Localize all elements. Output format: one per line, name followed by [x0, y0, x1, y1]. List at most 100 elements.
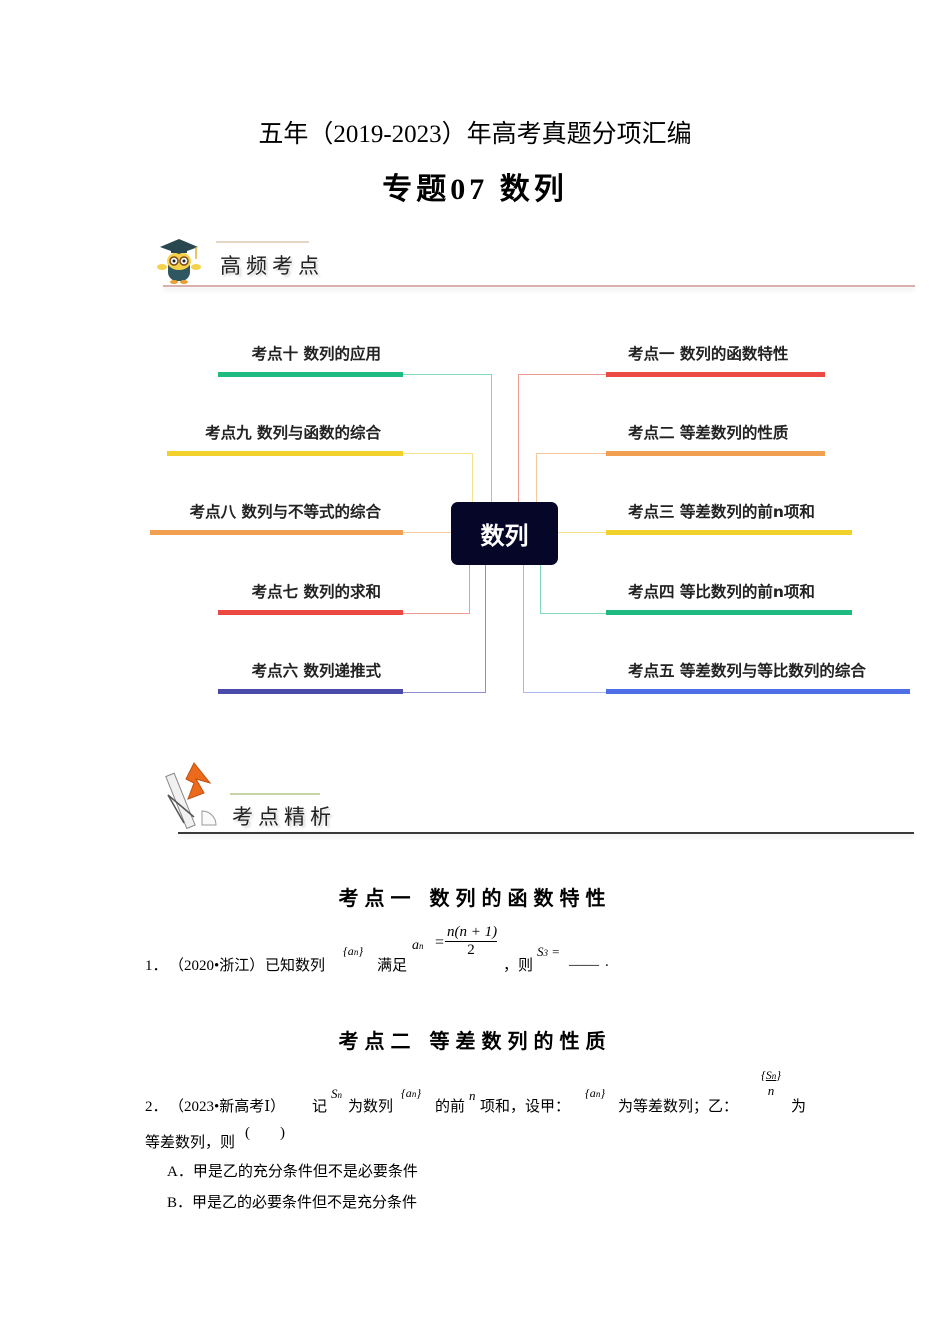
- connector-left-9: [403, 453, 473, 503]
- banner-label: 高频考点: [220, 254, 324, 278]
- mindmap-node-topic-8[interactable]: 考点八 数列与不等式的综合: [189, 503, 381, 521]
- question-source: （2020•浙江）: [169, 958, 265, 974]
- branch-bar-topic-10: [218, 372, 403, 377]
- banner-accent-line: [230, 793, 320, 795]
- connector-left-8: [403, 532, 451, 533]
- question-text: 为: [791, 1099, 807, 1115]
- question-text: 满足: [377, 958, 408, 974]
- connector-left-6: [403, 565, 486, 693]
- fraction: n(n + 1) 2: [445, 924, 497, 959]
- math-s3: S3 =: [537, 944, 560, 960]
- mindmap-node-topic-4[interactable]: 考点四 等比数列的前n项和: [628, 583, 815, 601]
- math-sub: 3: [543, 948, 549, 958]
- mindmap-center-node[interactable]: 数列: [451, 502, 558, 565]
- math-seq: {an}: [401, 1086, 421, 1101]
- banner-divider: [163, 285, 915, 287]
- question-text: 项和，设甲：: [480, 1099, 571, 1115]
- option-text: 甲是乙的充分条件但不是必要条件: [192, 1164, 418, 1180]
- answer-blank[interactable]: ____: [569, 952, 599, 968]
- math-n: n: [469, 1088, 476, 1103]
- mindmap-node-topic-2[interactable]: 考点二 等差数列的性质: [628, 424, 789, 442]
- math-text: =: [551, 944, 561, 959]
- math-sub: n: [337, 1090, 343, 1100]
- topic-title: 专题07 数列: [382, 173, 568, 206]
- banner-divider: [178, 832, 914, 834]
- math-sn: Sn: [331, 1086, 342, 1102]
- mindmap-node-topic-1[interactable]: 考点一 数列的函数特性: [628, 345, 789, 363]
- branch-bar-topic-9: [167, 451, 403, 456]
- fraction-denominator: n: [767, 1083, 775, 1098]
- math-text: }: [600, 1086, 606, 1100]
- banner-accent-line: [216, 241, 309, 243]
- question-source: （2023•新高考Ⅰ）: [169, 1099, 286, 1115]
- math-seq: {an}: [343, 944, 363, 959]
- math-text: {a: [401, 1086, 412, 1100]
- question-text: 记: [312, 1099, 328, 1115]
- connector-right-1: [518, 374, 607, 503]
- math-text: S: [537, 944, 544, 959]
- math-text: S: [331, 1086, 338, 1101]
- fraction-numerator: {Sn}: [760, 1068, 782, 1082]
- math-sub: n: [595, 1089, 601, 1099]
- section-heading-2: 考点二 等差数列的性质: [338, 1029, 612, 1053]
- fraction-denominator: 2: [467, 942, 475, 958]
- option-letter: A．: [167, 1164, 193, 1180]
- math-lhs: an: [412, 938, 424, 954]
- branch-bar-topic-4: [606, 610, 852, 615]
- question-text: ，则: [503, 958, 534, 974]
- connector-right-5: [523, 565, 607, 693]
- document-title: 五年（2019-2023）年高考真题分项汇编: [258, 121, 692, 148]
- branch-bar-topic-3: [606, 530, 852, 535]
- question-number: 2．: [145, 1099, 168, 1115]
- math-text: {a: [343, 944, 354, 958]
- math-text: a: [412, 938, 419, 953]
- question-text: 等差数列，则: [145, 1135, 236, 1151]
- math-sub: n: [771, 1071, 777, 1081]
- mindmap-node-topic-6[interactable]: 考点六 数列递推式: [251, 662, 381, 680]
- question-text: 已知数列: [265, 958, 326, 974]
- math-sub: n: [411, 1089, 417, 1099]
- mindmap-node-topic-5[interactable]: 考点五 等差数列与等比数列的综合: [628, 662, 866, 680]
- question-2: 2． （2023•新高考Ⅰ） 记 Sn 为数列 {an} 的前 n 项和，设甲：…: [145, 1068, 825, 1218]
- option-a[interactable]: A．甲是乙的充分条件但不是必要条件: [167, 1160, 418, 1181]
- question-text: 为等差数列；乙：: [618, 1099, 739, 1115]
- branch-bar-topic-5: [606, 689, 910, 694]
- branch-bar-topic-7: [218, 610, 403, 615]
- math-seq: {an}: [585, 1086, 605, 1101]
- section-heading-1: 考点一 数列的函数特性: [338, 886, 612, 910]
- question-end: .: [605, 954, 609, 970]
- connector-right-3: [558, 532, 606, 533]
- owl-graduate-icon: [157, 239, 201, 284]
- branch-bar-topic-2: [606, 451, 825, 456]
- fraction-numerator: n(n + 1): [445, 924, 498, 942]
- math-text: S: [765, 1068, 772, 1082]
- banner-analysis: 考点精析: [150, 755, 920, 840]
- question-text: 为数列: [348, 1099, 394, 1115]
- connector-right-2: [536, 453, 607, 503]
- math-text: }: [416, 1086, 422, 1100]
- math-eq: =: [435, 934, 445, 951]
- banner-high-frequency: 高频考点: [150, 230, 920, 295]
- banner-label: 考点精析: [232, 805, 336, 829]
- mindmap-node-topic-7[interactable]: 考点七 数列的求和: [251, 583, 381, 601]
- mindmap-node-topic-10[interactable]: 考点十 数列的应用: [251, 345, 381, 363]
- question-number: 1．: [145, 958, 168, 974]
- math-sub: n: [419, 941, 424, 951]
- math-text: {a: [585, 1086, 596, 1100]
- branch-bar-topic-8: [150, 530, 403, 535]
- answer-paren[interactable]: ( ): [245, 1125, 285, 1141]
- geometry-tools-icon: [165, 762, 217, 830]
- connector-left-10: [403, 374, 492, 503]
- branch-bar-topic-6: [218, 689, 403, 694]
- option-letter: B．: [167, 1195, 193, 1211]
- option-b[interactable]: B．甲是乙的必要条件但不是充分条件: [167, 1191, 417, 1212]
- math-sub: n: [353, 947, 359, 957]
- question-text: 的前: [435, 1099, 466, 1115]
- branch-bar-topic-1: [606, 372, 825, 377]
- mindmap-node-topic-9[interactable]: 考点九 数列与函数的综合: [205, 424, 381, 442]
- fraction-sn-over-n: {Sn} n: [753, 1068, 789, 1099]
- mindmap-node-topic-3[interactable]: 考点三 等差数列的前n项和: [628, 503, 815, 521]
- connector-left-7: [403, 565, 470, 614]
- option-text: 甲是乙的必要条件但不是充分条件: [192, 1195, 418, 1211]
- connector-right-4: [540, 565, 607, 614]
